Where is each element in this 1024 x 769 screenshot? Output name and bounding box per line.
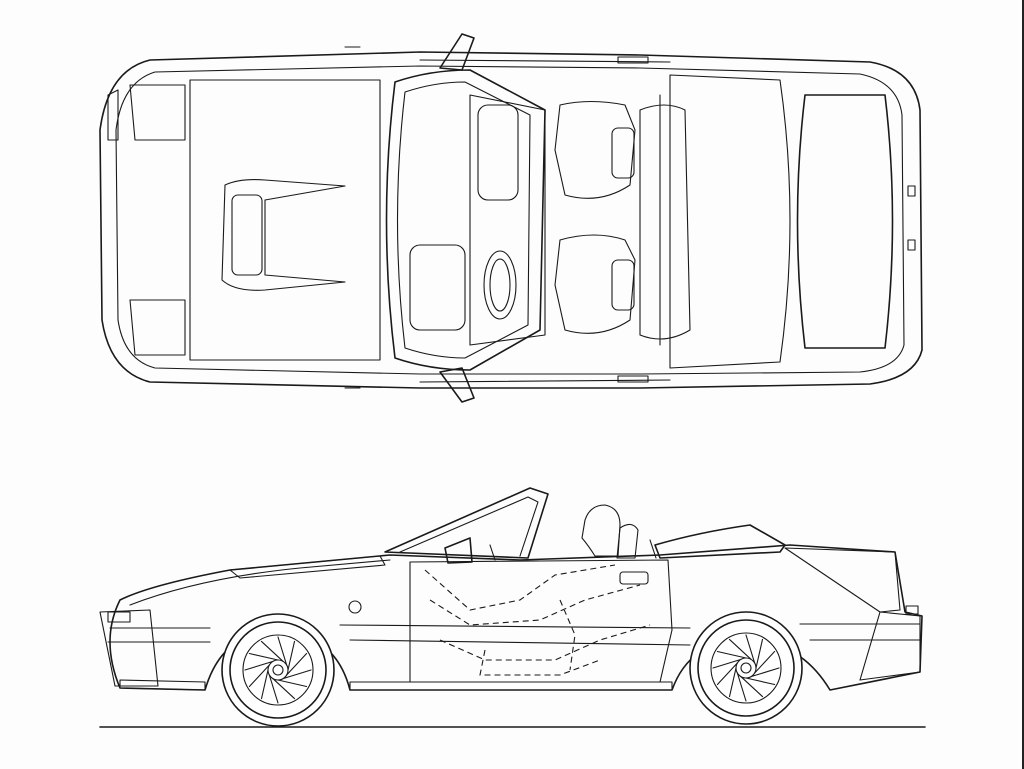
hood-scoop	[221, 179, 346, 291]
tail-light-top-right	[907, 239, 916, 251]
front-wheel-spoke	[248, 664, 270, 688]
front-wheel-ring	[272, 664, 284, 676]
windshield-side-inner	[399, 496, 539, 557]
car-top-view	[99, 33, 923, 403]
mirror-top-left	[439, 33, 475, 71]
seat-right	[554, 234, 636, 334]
front-wheel-spoke	[277, 679, 308, 688]
door-handle-top-left	[617, 56, 649, 64]
front-wheel-ring	[242, 634, 314, 706]
car-side-view	[99, 487, 926, 728]
folded-roof	[669, 74, 791, 369]
door-seam-right	[419, 379, 671, 383]
door-pocket-right	[409, 244, 466, 331]
trunk-lid	[796, 94, 894, 349]
rear-wheel-spoke	[716, 650, 747, 659]
driver-silhouette	[581, 504, 621, 557]
dashboard	[469, 94, 546, 346]
seat-left	[554, 100, 636, 199]
hood-stripe	[229, 555, 386, 579]
hidden-seat-lines	[424, 564, 651, 676]
front-wheel-spoke	[287, 640, 296, 671]
front-grille-line	[107, 89, 119, 141]
rear-wheel-spoke	[736, 672, 747, 702]
steering-wheel-hub	[489, 258, 511, 312]
front-sill	[119, 679, 206, 691]
rear-wheel-spoke	[745, 634, 756, 664]
rear-bumper	[859, 611, 921, 681]
seat-right-headrest	[611, 259, 635, 311]
rear-wheel-spoke	[740, 676, 764, 698]
rear-wheel-ring	[697, 619, 795, 717]
rear-wheel	[689, 611, 803, 725]
mirror-top-right	[439, 367, 475, 403]
door-handle-top-right	[617, 375, 649, 383]
front-wheel-spoke	[282, 669, 312, 680]
hood-line-side	[129, 559, 391, 606]
side-sill	[349, 681, 673, 691]
rear-wheel-spoke	[745, 677, 776, 686]
seat-left-headrest	[611, 127, 635, 179]
mirror-side	[444, 537, 473, 564]
rear-deck	[784, 547, 901, 613]
front-wheel-spoke	[272, 678, 296, 700]
windshield-side	[384, 487, 549, 559]
hood-scoop-inner	[231, 194, 263, 276]
side-rub-strip	[107, 639, 921, 646]
hood-panel	[189, 79, 381, 361]
front-wheel-spoke	[244, 660, 274, 671]
side-body-outline	[109, 544, 923, 691]
front-wheel-spoke	[260, 640, 284, 662]
front-wheel-spoke	[248, 652, 279, 661]
door-seam-left	[419, 59, 671, 63]
roof-strut	[649, 539, 657, 559]
door-outline-side	[409, 559, 673, 683]
folded-roof-side	[654, 524, 786, 559]
rear-wheel-spoke	[754, 650, 776, 674]
front-bumper	[99, 609, 159, 687]
rear-wheel-ring	[710, 632, 782, 704]
windshield-inner	[396, 81, 531, 359]
fuel-cap	[348, 600, 362, 614]
side-character-line	[109, 623, 921, 629]
front-wheel-spoke	[268, 674, 279, 704]
headlamp-side	[107, 611, 131, 623]
front-wheel-spoke	[260, 669, 269, 700]
front-wheel-spoke	[286, 652, 308, 676]
front-wheel-ring	[229, 621, 327, 719]
top-body-outline	[99, 51, 923, 389]
front-wheel	[221, 613, 335, 727]
seat-back-side	[616, 523, 639, 559]
front-wheel-spoke	[277, 636, 288, 666]
steering-column-side	[489, 544, 496, 561]
steering-wheel-top	[483, 250, 517, 320]
rear-wheel-spoke	[755, 638, 764, 669]
rear-wheel-spoke	[750, 667, 780, 678]
rear-bench	[639, 104, 691, 340]
top-body-inner-line	[115, 65, 905, 375]
door-handle-side	[619, 571, 649, 585]
rear-wheel-spoke	[712, 658, 742, 669]
headlight-right	[129, 299, 186, 356]
wheels-group	[221, 611, 803, 727]
headlight-left	[129, 84, 186, 141]
windshield-top	[385, 69, 546, 371]
tail-light-side	[905, 605, 919, 615]
door-pocket-left	[477, 104, 519, 201]
rear-wheel-spoke	[728, 638, 752, 660]
rear-wheel-spoke	[728, 667, 737, 698]
rear-wheel-ring	[740, 662, 752, 674]
rear-wheel-spoke	[716, 662, 738, 686]
tail-light-top-left	[907, 185, 916, 197]
